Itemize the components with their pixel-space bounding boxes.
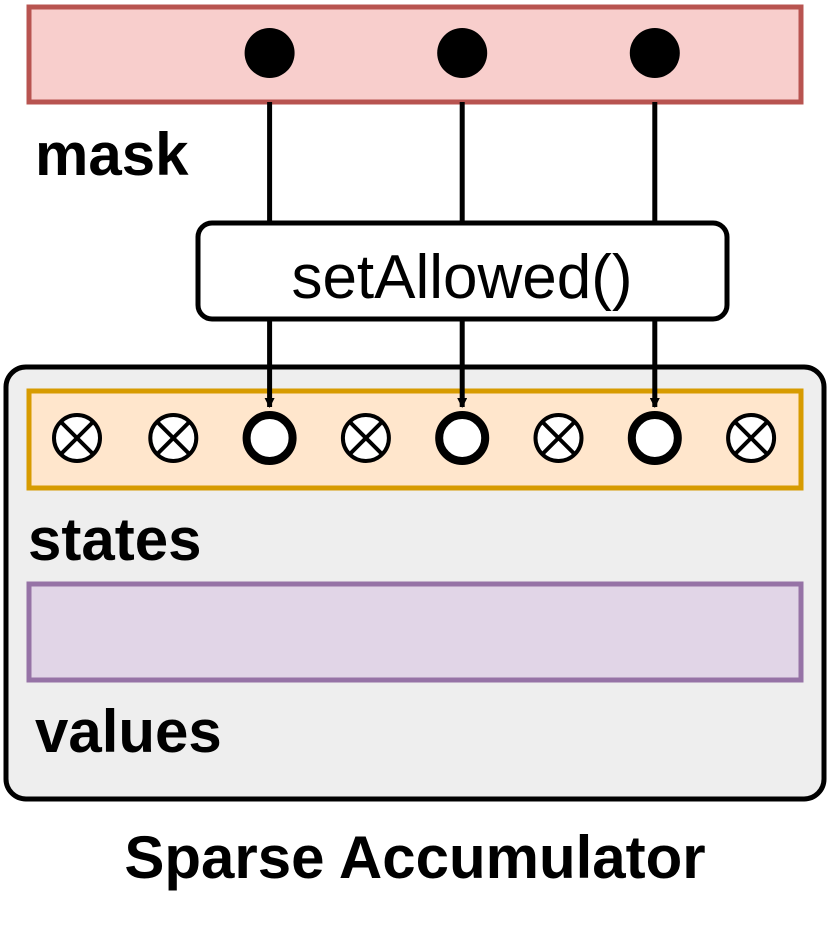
mask-bit-dot xyxy=(629,28,680,78)
set-allowed-box xyxy=(195,220,730,322)
state-slot-cross-icon xyxy=(148,413,199,463)
state-slot-cross-icon xyxy=(726,413,777,463)
state-slots xyxy=(52,411,777,465)
set-allowed-label: setAllowed() xyxy=(291,243,632,312)
state-slot-cross-icon xyxy=(52,413,102,463)
mask-label: mask xyxy=(35,121,189,188)
accumulator-title: Sparse Accumulator xyxy=(124,824,705,891)
state-slot-allowed xyxy=(435,411,490,465)
mask-bit-dot xyxy=(437,28,488,78)
values-label: values xyxy=(35,698,222,765)
state-slot-cross-icon xyxy=(340,413,391,463)
mask-dots xyxy=(244,28,680,78)
mask-bar xyxy=(26,4,804,105)
states-label: states xyxy=(28,506,201,573)
state-slot-allowed xyxy=(627,411,682,465)
mask-bit-dot xyxy=(244,28,295,78)
state-slot-allowed xyxy=(242,411,297,465)
state-slot-cross-icon xyxy=(533,413,584,463)
states-bar xyxy=(26,388,804,491)
values-bar xyxy=(26,581,804,683)
